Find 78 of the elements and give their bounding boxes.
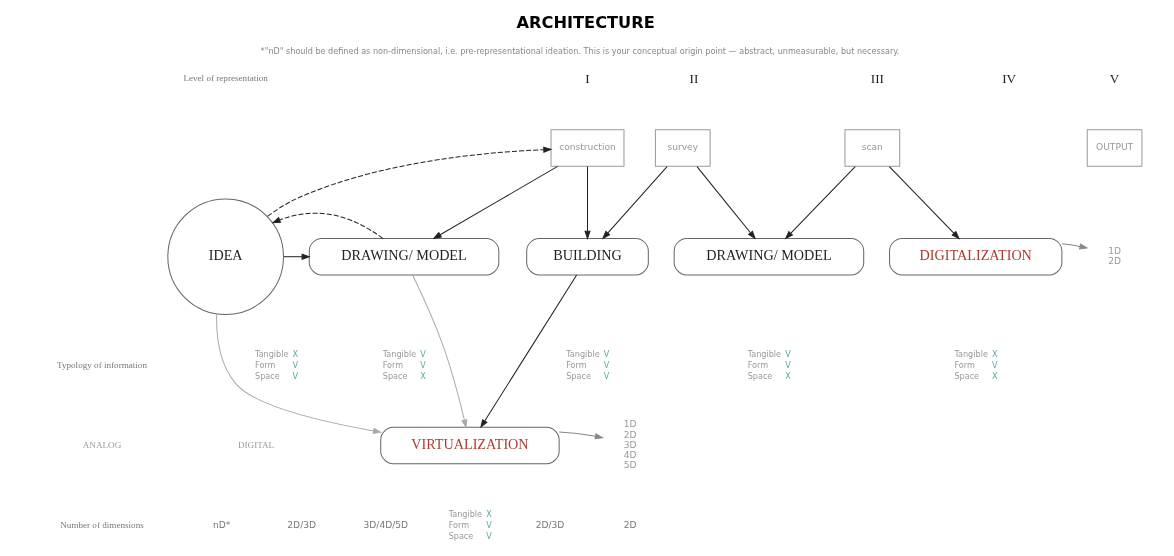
node-label: Tangible — [954, 348, 988, 359]
node-label: Space — [747, 371, 773, 382]
node-label: V — [603, 348, 610, 359]
node-box: scan — [844, 129, 901, 167]
arrow — [480, 274, 578, 429]
node-label: Tangible — [255, 348, 289, 359]
node-label: Form — [566, 359, 587, 370]
node-label: V — [991, 359, 998, 370]
arrow — [1061, 243, 1089, 250]
node-label: Form — [448, 520, 470, 531]
node-label: V — [603, 359, 610, 370]
node-label: V — [603, 371, 610, 382]
label: DIGITAL — [237, 439, 275, 450]
arrow — [271, 212, 384, 239]
node-label: Form — [954, 359, 975, 370]
node-box: OUTPUT — [1086, 129, 1143, 167]
label: Level of representation — [183, 73, 268, 84]
label: nD* — [212, 519, 231, 530]
node-label: V — [785, 359, 791, 370]
node-label: Tangible — [566, 348, 600, 359]
arrow — [784, 166, 856, 240]
arrow — [888, 166, 961, 240]
arrow — [267, 146, 553, 217]
node-label: Tangible — [382, 348, 417, 359]
node-label: Space — [448, 531, 474, 542]
node-label: V — [420, 359, 426, 370]
label: 3D/4D/5D — [363, 519, 409, 530]
node-box: DIGITALIZATION — [889, 237, 1063, 276]
node-box: survey — [654, 129, 711, 167]
arrow — [601, 166, 668, 240]
label: III — [870, 70, 884, 86]
node-label: V — [486, 531, 492, 542]
node-label: V — [486, 520, 492, 531]
label: II — [689, 70, 699, 86]
node-label: X — [486, 508, 492, 519]
node-label: Tangible — [448, 508, 483, 519]
label: Typology of information — [57, 359, 147, 370]
node-box: BUILDING — [526, 237, 649, 276]
node-text: 1D 2D — [1108, 245, 1121, 267]
node-box: construction — [550, 129, 625, 167]
node-label: V — [785, 348, 791, 359]
node-box: DRAWING/ MODEL — [673, 237, 865, 276]
arrow — [283, 253, 311, 260]
caption: *"nD" should be defined as non-dimensional, i.e. pre-representational ideation. This is your conceptual origin point — abstract, unmeasurable, but necessary. — [260, 46, 900, 57]
arrow — [432, 165, 559, 240]
node-box: VIRTUALIZATION — [380, 426, 560, 465]
node-label: X — [785, 371, 791, 382]
node-label: Form — [747, 359, 769, 370]
node-label: V — [292, 359, 299, 370]
label: I — [585, 70, 590, 86]
label: 2D — [623, 519, 637, 530]
node-label: Form — [255, 359, 276, 370]
label: IV — [1002, 70, 1017, 86]
node-label: V — [292, 371, 299, 382]
node-label: X — [991, 348, 998, 359]
arrow — [216, 313, 383, 434]
arrow — [412, 274, 468, 429]
arrow — [696, 166, 756, 240]
node-label: V — [420, 348, 426, 359]
node-label: Space — [255, 371, 280, 382]
diagram-title: ARCHITECTURE — [516, 13, 655, 33]
node-label: Space — [954, 371, 980, 382]
node-label: X — [292, 348, 299, 359]
node-label: X — [991, 371, 998, 382]
node-label: Form — [382, 359, 404, 370]
arrow — [558, 431, 604, 440]
label: ANALOG — [82, 439, 122, 450]
label: Number of dimensions — [60, 519, 144, 530]
node-label: Space — [382, 371, 408, 382]
node-label: X — [420, 371, 426, 382]
label: 2D/3D — [535, 519, 565, 530]
arrow — [584, 166, 591, 240]
node-text: 1D 2D 3D 4D 5D — [623, 419, 637, 471]
label: V — [1109, 70, 1120, 86]
node-label: Tangible — [747, 348, 782, 359]
label: 2D/3D — [287, 519, 317, 530]
node-label: Space — [566, 371, 591, 382]
node-box: DRAWING/ MODEL — [308, 237, 500, 276]
